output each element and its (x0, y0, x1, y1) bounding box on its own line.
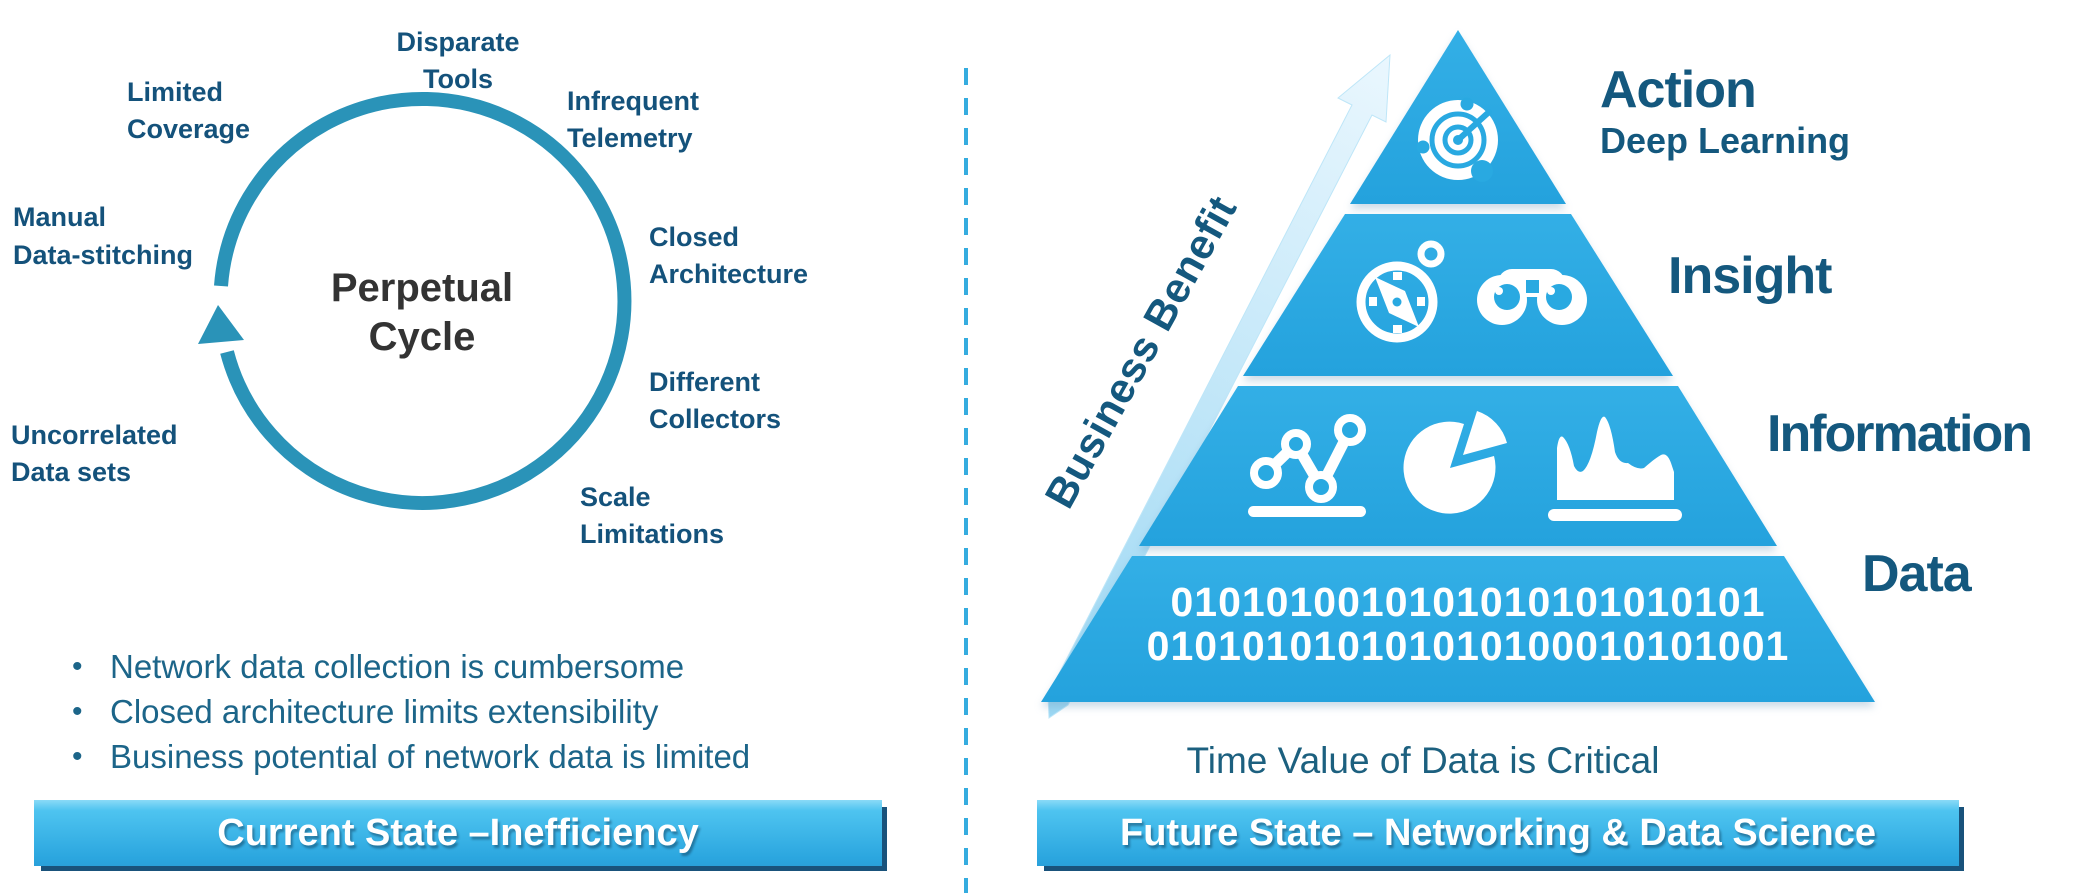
ring-label-line: Architecture (649, 259, 809, 289)
bullet-icon: • (72, 650, 83, 683)
bullet-list: • Network data collection is cumbersome … (72, 650, 952, 785)
ring-label-limited-coverage: Limited Coverage (127, 74, 250, 148)
business-benefit-arrow-icon (1047, 53, 1391, 719)
time-value-caption: Time Value of Data is Critical (1186, 740, 1660, 781)
layer-label-data: Data (1862, 545, 1972, 603)
ring-label-line: Limitations (580, 519, 725, 549)
binoculars-icon (1477, 269, 1587, 325)
compass-icon (1356, 240, 1445, 343)
bullet-icon: • (72, 740, 83, 773)
ring-label-line: Infrequent (567, 86, 699, 116)
binary-digits: 010101010101010100010101001 (1146, 623, 1790, 669)
ring-label-line: Closed (649, 222, 740, 252)
ring-label-line: Disparate (396, 27, 520, 57)
future-state-banner-label: Future State – Networking & Data Science (1120, 811, 1876, 854)
ring-label-line: Limited (127, 77, 224, 107)
ring-label-line: Collectors (649, 404, 782, 434)
bullet-text: Network data collection is cumbersome (110, 648, 685, 685)
line-chart-icon (1248, 414, 1366, 517)
layer-label-action: Action (1600, 61, 1757, 119)
ring-label-line: Scale (580, 482, 651, 512)
ring-label-line: Telemetry (567, 123, 693, 153)
cycle-ring (198, 92, 632, 510)
ring-label-scale-limitations: Scale Limitations (580, 479, 724, 553)
current-state-banner-label: Current State –Inefficiency (217, 811, 699, 854)
pyramid-layer-insight (1243, 214, 1673, 376)
list-item: • Network data collection is cumbersome (72, 650, 952, 684)
area-chart-icon (1548, 416, 1682, 521)
ring-label-line: Data sets (11, 457, 132, 487)
pyramid-layer-data (1041, 556, 1875, 702)
ring-label-closed-architecture: Closed Architecture (649, 219, 808, 293)
bullet-text: Closed architecture limits extensibility (110, 693, 659, 730)
ring-label-line: Different (649, 367, 761, 397)
cycle-arrowhead-icon (198, 305, 244, 344)
cycle-title: Perpetual Cycle (272, 264, 572, 362)
current-state-banner: Current State –Inefficiency (34, 800, 882, 866)
pie-chart-icon (1403, 411, 1507, 514)
bullet-icon: • (72, 695, 83, 728)
radar-icon (1416, 97, 1498, 182)
ring-label-infrequent-telemetry: Infrequent Telemetry (567, 83, 699, 157)
list-item: • Closed architecture limits extensibili… (72, 695, 952, 729)
binary-digits: 0101010010101010101010101 (1170, 579, 1766, 625)
list-item: • Business potential of network data is … (72, 740, 952, 774)
layer-label-information: Information (1767, 405, 2033, 463)
ring-label-different-collectors: Different Collectors (649, 364, 781, 438)
cycle-title-line: Cycle (368, 315, 476, 359)
ring-label-line: Data-stitching (13, 240, 194, 270)
ring-label-line: Uncorrelated (11, 420, 178, 450)
layer-sublabel-deep-learning: Deep Learning (1600, 120, 1851, 161)
ring-label-uncorrelated-data-sets: Uncorrelated Data sets (11, 417, 178, 491)
ring-label-manual-data-stitching: Manual Data-stitching (13, 198, 193, 274)
cycle-arc (214, 92, 632, 510)
ring-label-line: Coverage (127, 114, 251, 144)
future-state-banner: Future State – Networking & Data Science (1037, 800, 1959, 866)
bullet-text: Business potential of network data is li… (110, 738, 751, 775)
pyramid (1041, 30, 1875, 702)
ring-label-line: Tools (423, 64, 493, 94)
ring-label-line: Manual (13, 202, 107, 232)
ring-label-disparate-tools: Disparate Tools (377, 24, 539, 98)
cycle-title-line: Perpetual (330, 266, 514, 310)
layer-label-insight: Insight (1668, 247, 1832, 305)
